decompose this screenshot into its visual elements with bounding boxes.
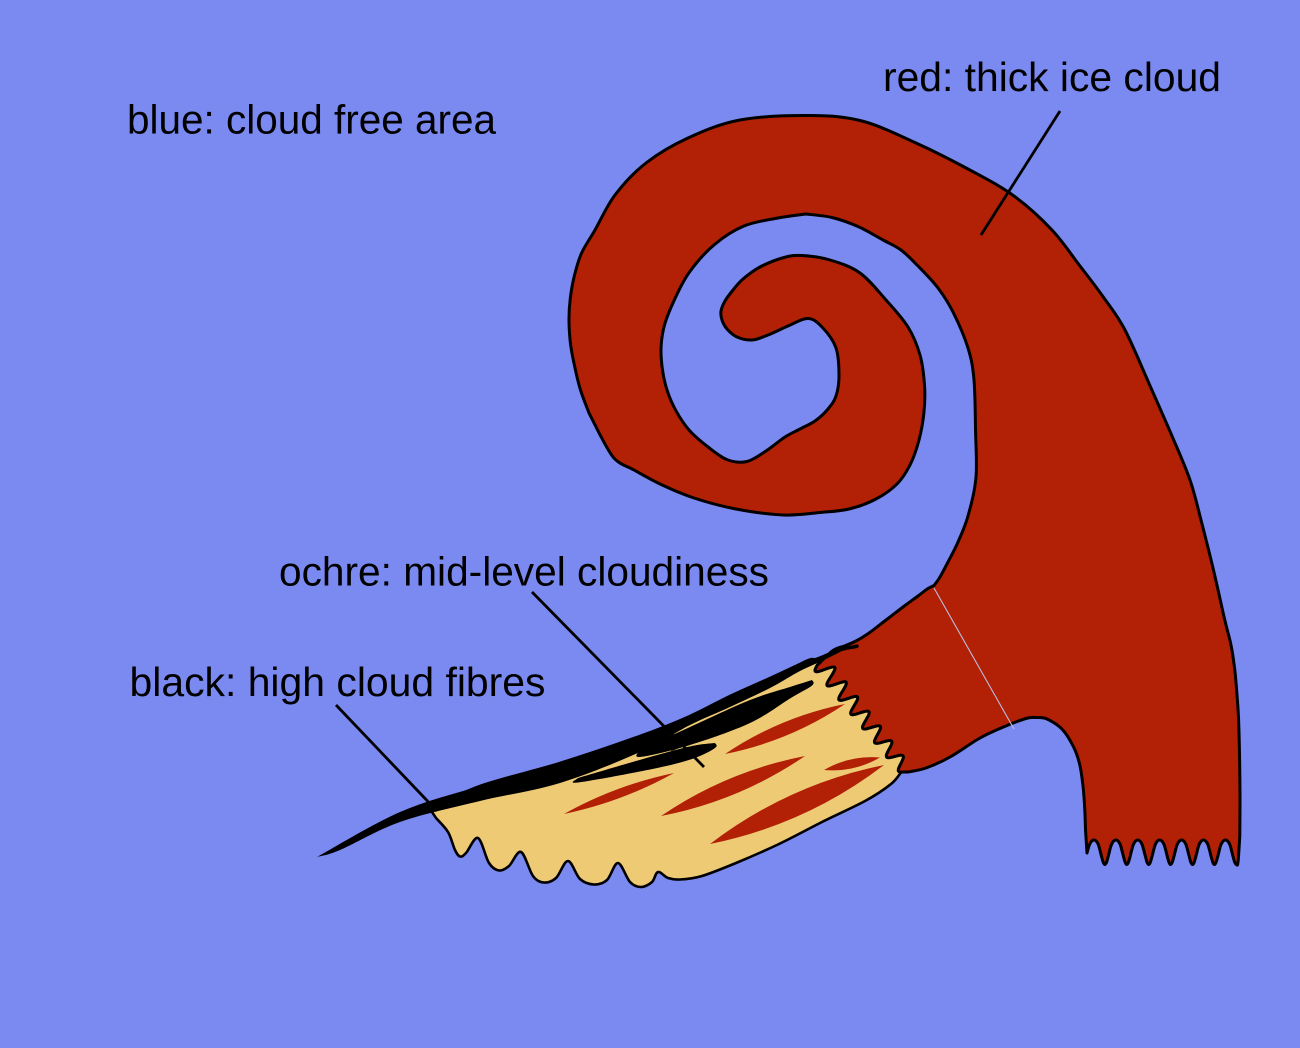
svg-text:black: high cloud fibres: black: high cloud fibres xyxy=(130,659,546,705)
svg-text:blue: cloud free area: blue: cloud free area xyxy=(127,97,496,143)
svg-text:red: thick ice cloud: red: thick ice cloud xyxy=(883,54,1221,100)
svg-text:ochre: mid-level cloudiness: ochre: mid-level cloudiness xyxy=(279,549,769,595)
